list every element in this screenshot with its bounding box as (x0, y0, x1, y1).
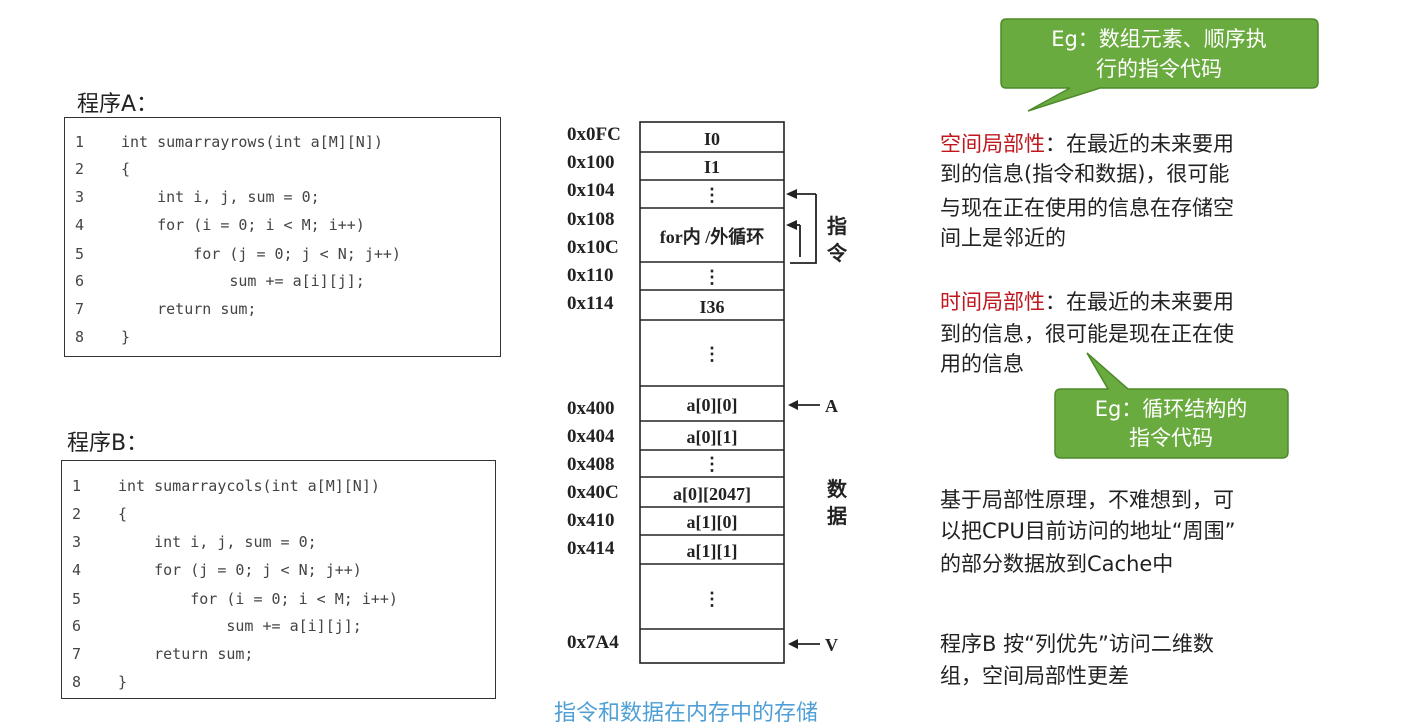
line-number: 3 (72, 533, 82, 551)
principle-line2: 以把CPU目前访问的地址“周围” (940, 519, 1236, 543)
spatial-locality-line1: 空间局部性：在最近的未来要用 (940, 128, 1234, 161)
memory-caption: 指令和数据在内存中的存储 (554, 701, 819, 726)
principle-line1: 基于局部性原理，不难想到，可 (940, 488, 1234, 512)
spatial-locality-text: ：在最近的未来要用 (1045, 132, 1234, 156)
address-label: 0x414 (567, 538, 615, 559)
program-a-title: 程序A： (77, 92, 159, 117)
address-label: 0x100 (567, 152, 615, 173)
data-label: 据 (827, 504, 847, 528)
memory-cell: a[1][1] (687, 541, 738, 561)
arrow-head-icon (788, 639, 798, 649)
code-text: for (i = 0; i < M; i++) (121, 216, 365, 234)
code-text: return sum; (118, 645, 254, 663)
conclusion-line2: 组，空间局部性更差 (940, 664, 1129, 688)
memory-diagram: I0 I1 ⋮ for内 /外循环 ⋮ I36 ⋮ a[0][0] a[0][1… (639, 121, 848, 664)
code-text: for (j = 0; j < N; j++) (121, 245, 401, 263)
spatial-locality-line4: 间上是邻近的 (940, 226, 1066, 250)
line-number: 3 (75, 188, 85, 206)
address-label: 0x404 (567, 426, 615, 447)
address-label: 0x410 (567, 510, 615, 531)
line-number: 7 (75, 300, 85, 318)
address-label: 0x408 (567, 454, 615, 475)
program-a-code-box: 1 int sumarrayrows(int a[M][N]) 2 { 3 int … (64, 117, 501, 357)
address-label: 0x40C (567, 482, 619, 503)
address-label: 0x104 (567, 180, 615, 201)
program-b-code-box: 1 int sumarraycols(int a[M][N]) 2 { 3 int … (61, 460, 496, 699)
code-text: int i, j, sum = 0; (118, 533, 317, 551)
memory-cell: I1 (704, 157, 720, 177)
memory-cell: ⋮ (703, 267, 721, 287)
line-number: 8 (75, 328, 85, 346)
code-text: for (i = 0; i < M; i++) (118, 590, 398, 608)
memory-cell: a[0][2047] (673, 484, 751, 504)
instruction-label: 指 (827, 214, 847, 238)
address-label: 0x114 (567, 293, 614, 314)
line-number: 2 (72, 505, 82, 523)
temporal-locality-line2: 到的信息，很可能是现在正在使 (940, 322, 1234, 346)
code-text: int sumarrayrows(int a[M][N]) (121, 133, 383, 151)
principle-line3: 的部分数据放到Cache中 (940, 552, 1174, 576)
speech-bubble-top (1000, 18, 1319, 112)
line-number: 8 (72, 673, 82, 691)
code-text: for (j = 0; j < N; j++) (118, 561, 362, 579)
address-label: 0x108 (567, 209, 615, 230)
bubble-top-line2: 行的指令代码 (1096, 57, 1222, 81)
address-label: 0x400 (567, 398, 615, 419)
memory-cell: a[0][0] (687, 395, 738, 415)
code-text: { (118, 505, 128, 523)
address-label: 0x0FC (567, 124, 621, 145)
temporal-locality-term: 时间局部性 (940, 290, 1045, 314)
memory-cell: ⋮ (703, 589, 721, 609)
spatial-locality-line2: 到的信息(指令和数据)，很可能 (940, 162, 1230, 186)
line-number: 6 (72, 617, 82, 635)
line-number: 2 (75, 160, 85, 178)
memory-cell: ⋮ (703, 454, 721, 474)
address-label: 0x10C (567, 237, 619, 258)
memory-cell: for内 /外循环 (660, 226, 764, 247)
line-number: 1 (72, 477, 82, 495)
code-text: sum += a[i][j]; (118, 617, 362, 635)
memory-cell: a[0][1] (687, 427, 738, 447)
code-text: int sumarraycols(int a[M][N]) (118, 477, 380, 495)
memory-cell: a[1][0] (687, 512, 738, 532)
data-label: 数 (827, 477, 848, 501)
pointer-v-label: V (825, 635, 838, 655)
memory-cell: ⋮ (703, 185, 721, 205)
program-b-title: 程序B： (67, 431, 149, 456)
line-number: 5 (75, 245, 85, 263)
temporal-locality-line1: 时间局部性：在最近的未来要用 (940, 286, 1234, 319)
code-text: } (118, 673, 128, 691)
bubble-mid-line1: Eg：循环结构的 (1094, 397, 1248, 421)
memory-cell: I0 (704, 129, 720, 149)
instruction-label: 令 (827, 241, 848, 265)
line-number: 1 (75, 133, 85, 151)
line-number: 4 (72, 561, 82, 579)
line-number: 4 (75, 216, 85, 234)
code-text: } (121, 328, 131, 346)
code-text: sum += a[i][j]; (121, 272, 365, 290)
line-number: 5 (72, 590, 82, 608)
code-text: { (121, 160, 131, 178)
code-text: return sum; (121, 300, 257, 318)
conclusion-line1: 程序B 按“列优先”访问二维数 (940, 632, 1214, 656)
memory-cell: I36 (699, 297, 724, 317)
address-label: 0x110 (567, 265, 614, 286)
bubble-mid-line2: 指令代码 (1129, 426, 1213, 450)
pointer-a-label: A (825, 396, 838, 416)
memory-outline (639, 121, 785, 664)
spatial-locality-term: 空间局部性 (940, 132, 1045, 156)
memory-cell: ⋮ (703, 344, 721, 364)
temporal-locality-line3: 用的信息 (940, 352, 1024, 376)
bubble-top-line1: Eg：数组元素、顺序执 (1051, 27, 1267, 51)
temporal-locality-text: ：在最近的未来要用 (1045, 290, 1234, 314)
speech-bubble-mid (1054, 352, 1289, 459)
line-number: 7 (72, 645, 82, 663)
arrow-head-icon (788, 400, 798, 410)
code-text: int i, j, sum = 0; (121, 188, 320, 206)
spatial-locality-line3: 与现在正在使用的信息在存储空 (940, 196, 1234, 220)
loop-arrow (790, 194, 817, 264)
address-label: 0x7A4 (567, 632, 619, 653)
line-number: 6 (75, 272, 85, 290)
